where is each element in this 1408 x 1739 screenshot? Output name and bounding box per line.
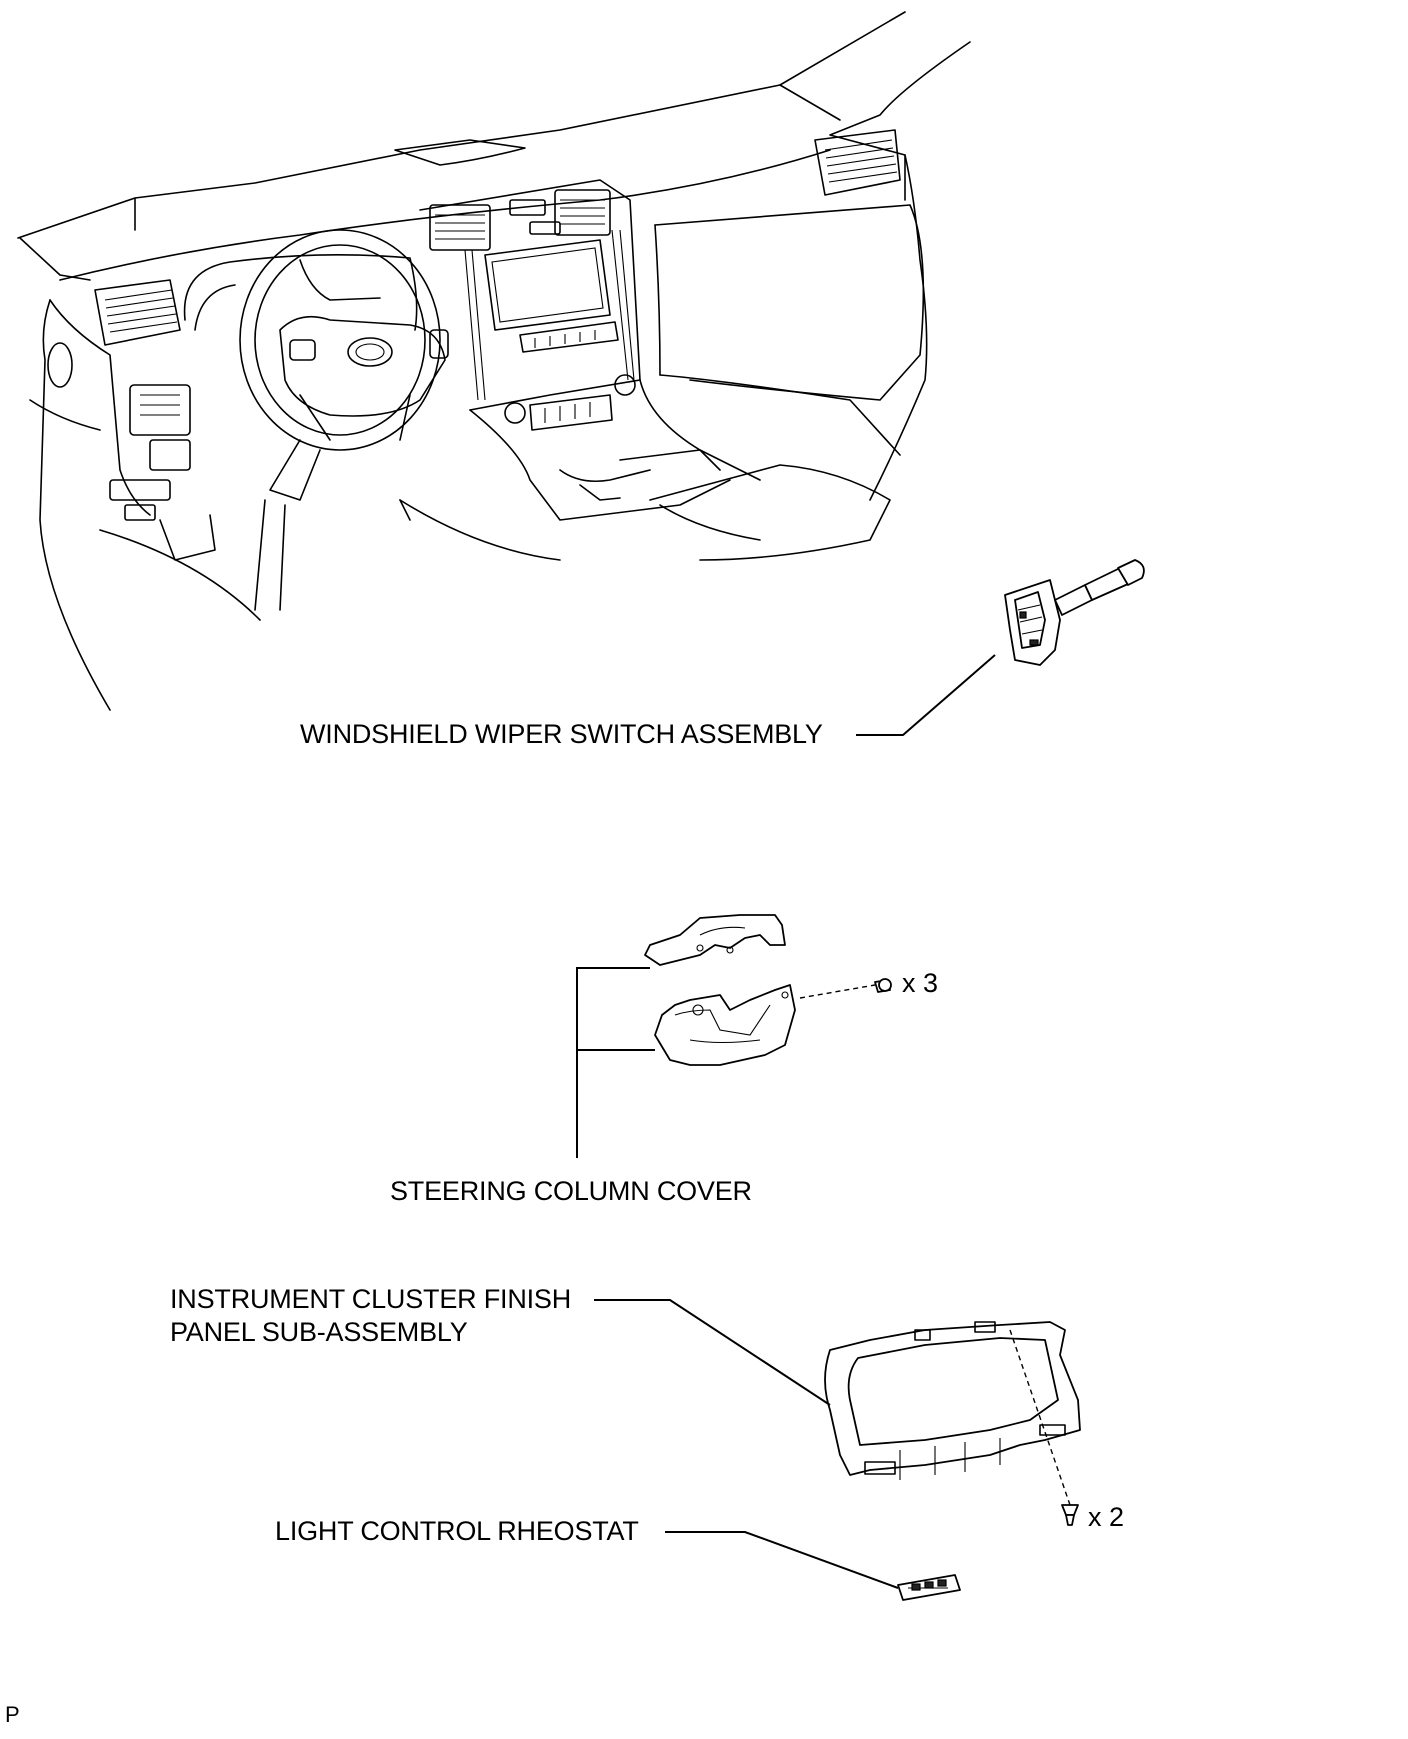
cover-screw-quantity: x 3 (902, 968, 939, 998)
cluster-panel-label-line1: INSTRUMENT CLUSTER FINISH (170, 1284, 572, 1314)
rheostat-leader (665, 1531, 899, 1589)
steering-cover-leader (576, 967, 655, 1158)
wiper-switch-part (1004, 559, 1145, 666)
rheostat-part (897, 1574, 961, 1601)
cluster-panel-label-line2: PANEL SUB-ASSEMBLY (170, 1317, 468, 1347)
cover-screw-icon (799, 978, 892, 999)
panel-clip-quantity: x 2 (1088, 1502, 1125, 1532)
upper-column-cover-part (644, 914, 786, 966)
lower-column-cover-part (654, 984, 796, 1066)
wiper-switch-leader (856, 654, 996, 736)
panel-clip-icon (1061, 1504, 1079, 1526)
cluster-panel-part (824, 1321, 1081, 1506)
cluster-panel-leader (594, 1299, 831, 1406)
steering-cover-label: STEERING COLUMN COVER (390, 1176, 752, 1206)
dashboard-illustration (17, 11, 971, 711)
corner-mark: P (5, 1702, 20, 1727)
wiper-switch-label: WINDSHIELD WIPER SWITCH ASSEMBLY (300, 719, 823, 749)
rheostat-label: LIGHT CONTROL RHEOSTAT (275, 1516, 639, 1546)
